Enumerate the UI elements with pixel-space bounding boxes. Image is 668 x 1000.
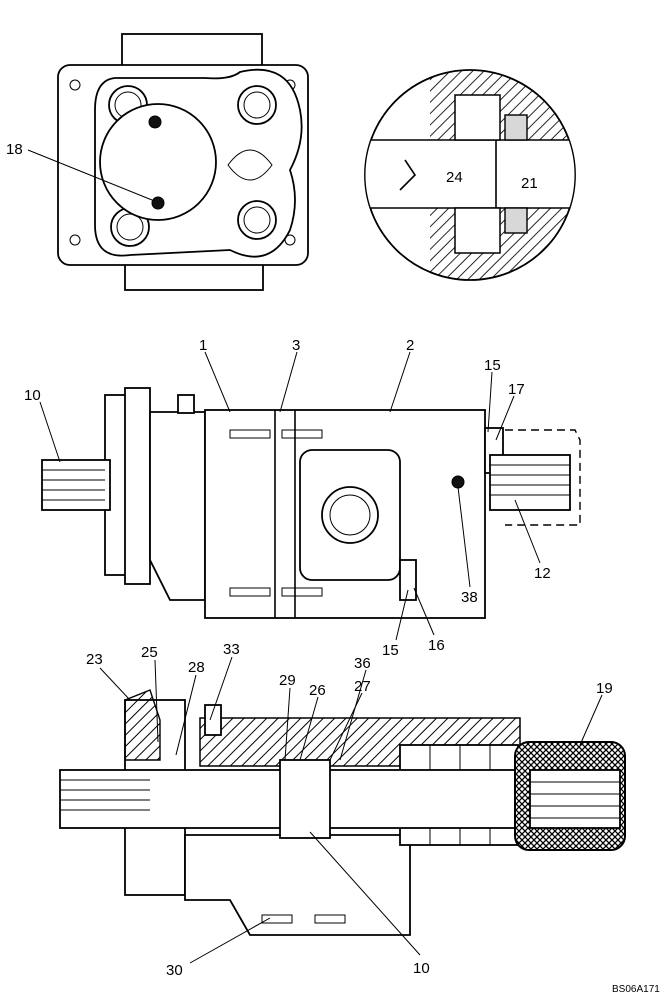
callout-33: 33 (223, 641, 240, 658)
callout-26: 26 (309, 682, 326, 699)
callout-10-section: 10 (413, 960, 430, 977)
reference-code: BS06A171 (612, 984, 660, 995)
callout-36: 36 (354, 655, 371, 672)
callout-16: 16 (428, 637, 445, 654)
callout-30: 30 (166, 962, 183, 979)
callout-10-side: 10 (24, 387, 41, 404)
end-view (57, 33, 309, 291)
leader-lines (27, 149, 603, 964)
callout-28: 28 (188, 659, 205, 676)
callout-23: 23 (86, 651, 103, 668)
callout-38: 38 (461, 589, 478, 606)
callout-3: 3 (292, 337, 300, 354)
callout-15-top: 15 (484, 357, 501, 374)
callout-24: 24 (446, 169, 463, 186)
callout-labels: 18 24 21 1 3 2 15 17 10 12 38 15 16 23 2… (6, 141, 660, 995)
callout-25: 25 (141, 644, 158, 661)
callout-2: 2 (406, 337, 414, 354)
callout-29: 29 (279, 672, 296, 689)
callout-21: 21 (521, 175, 538, 192)
callout-27: 27 (354, 678, 371, 695)
callout-19: 19 (596, 680, 613, 697)
callout-12: 12 (534, 565, 551, 582)
detail-view (364, 69, 576, 281)
callout-17: 17 (508, 381, 525, 398)
callout-1: 1 (199, 337, 207, 354)
callout-15-bottom: 15 (382, 642, 399, 659)
callout-18: 18 (6, 141, 23, 158)
side-view (41, 387, 581, 619)
section-view (59, 689, 626, 936)
